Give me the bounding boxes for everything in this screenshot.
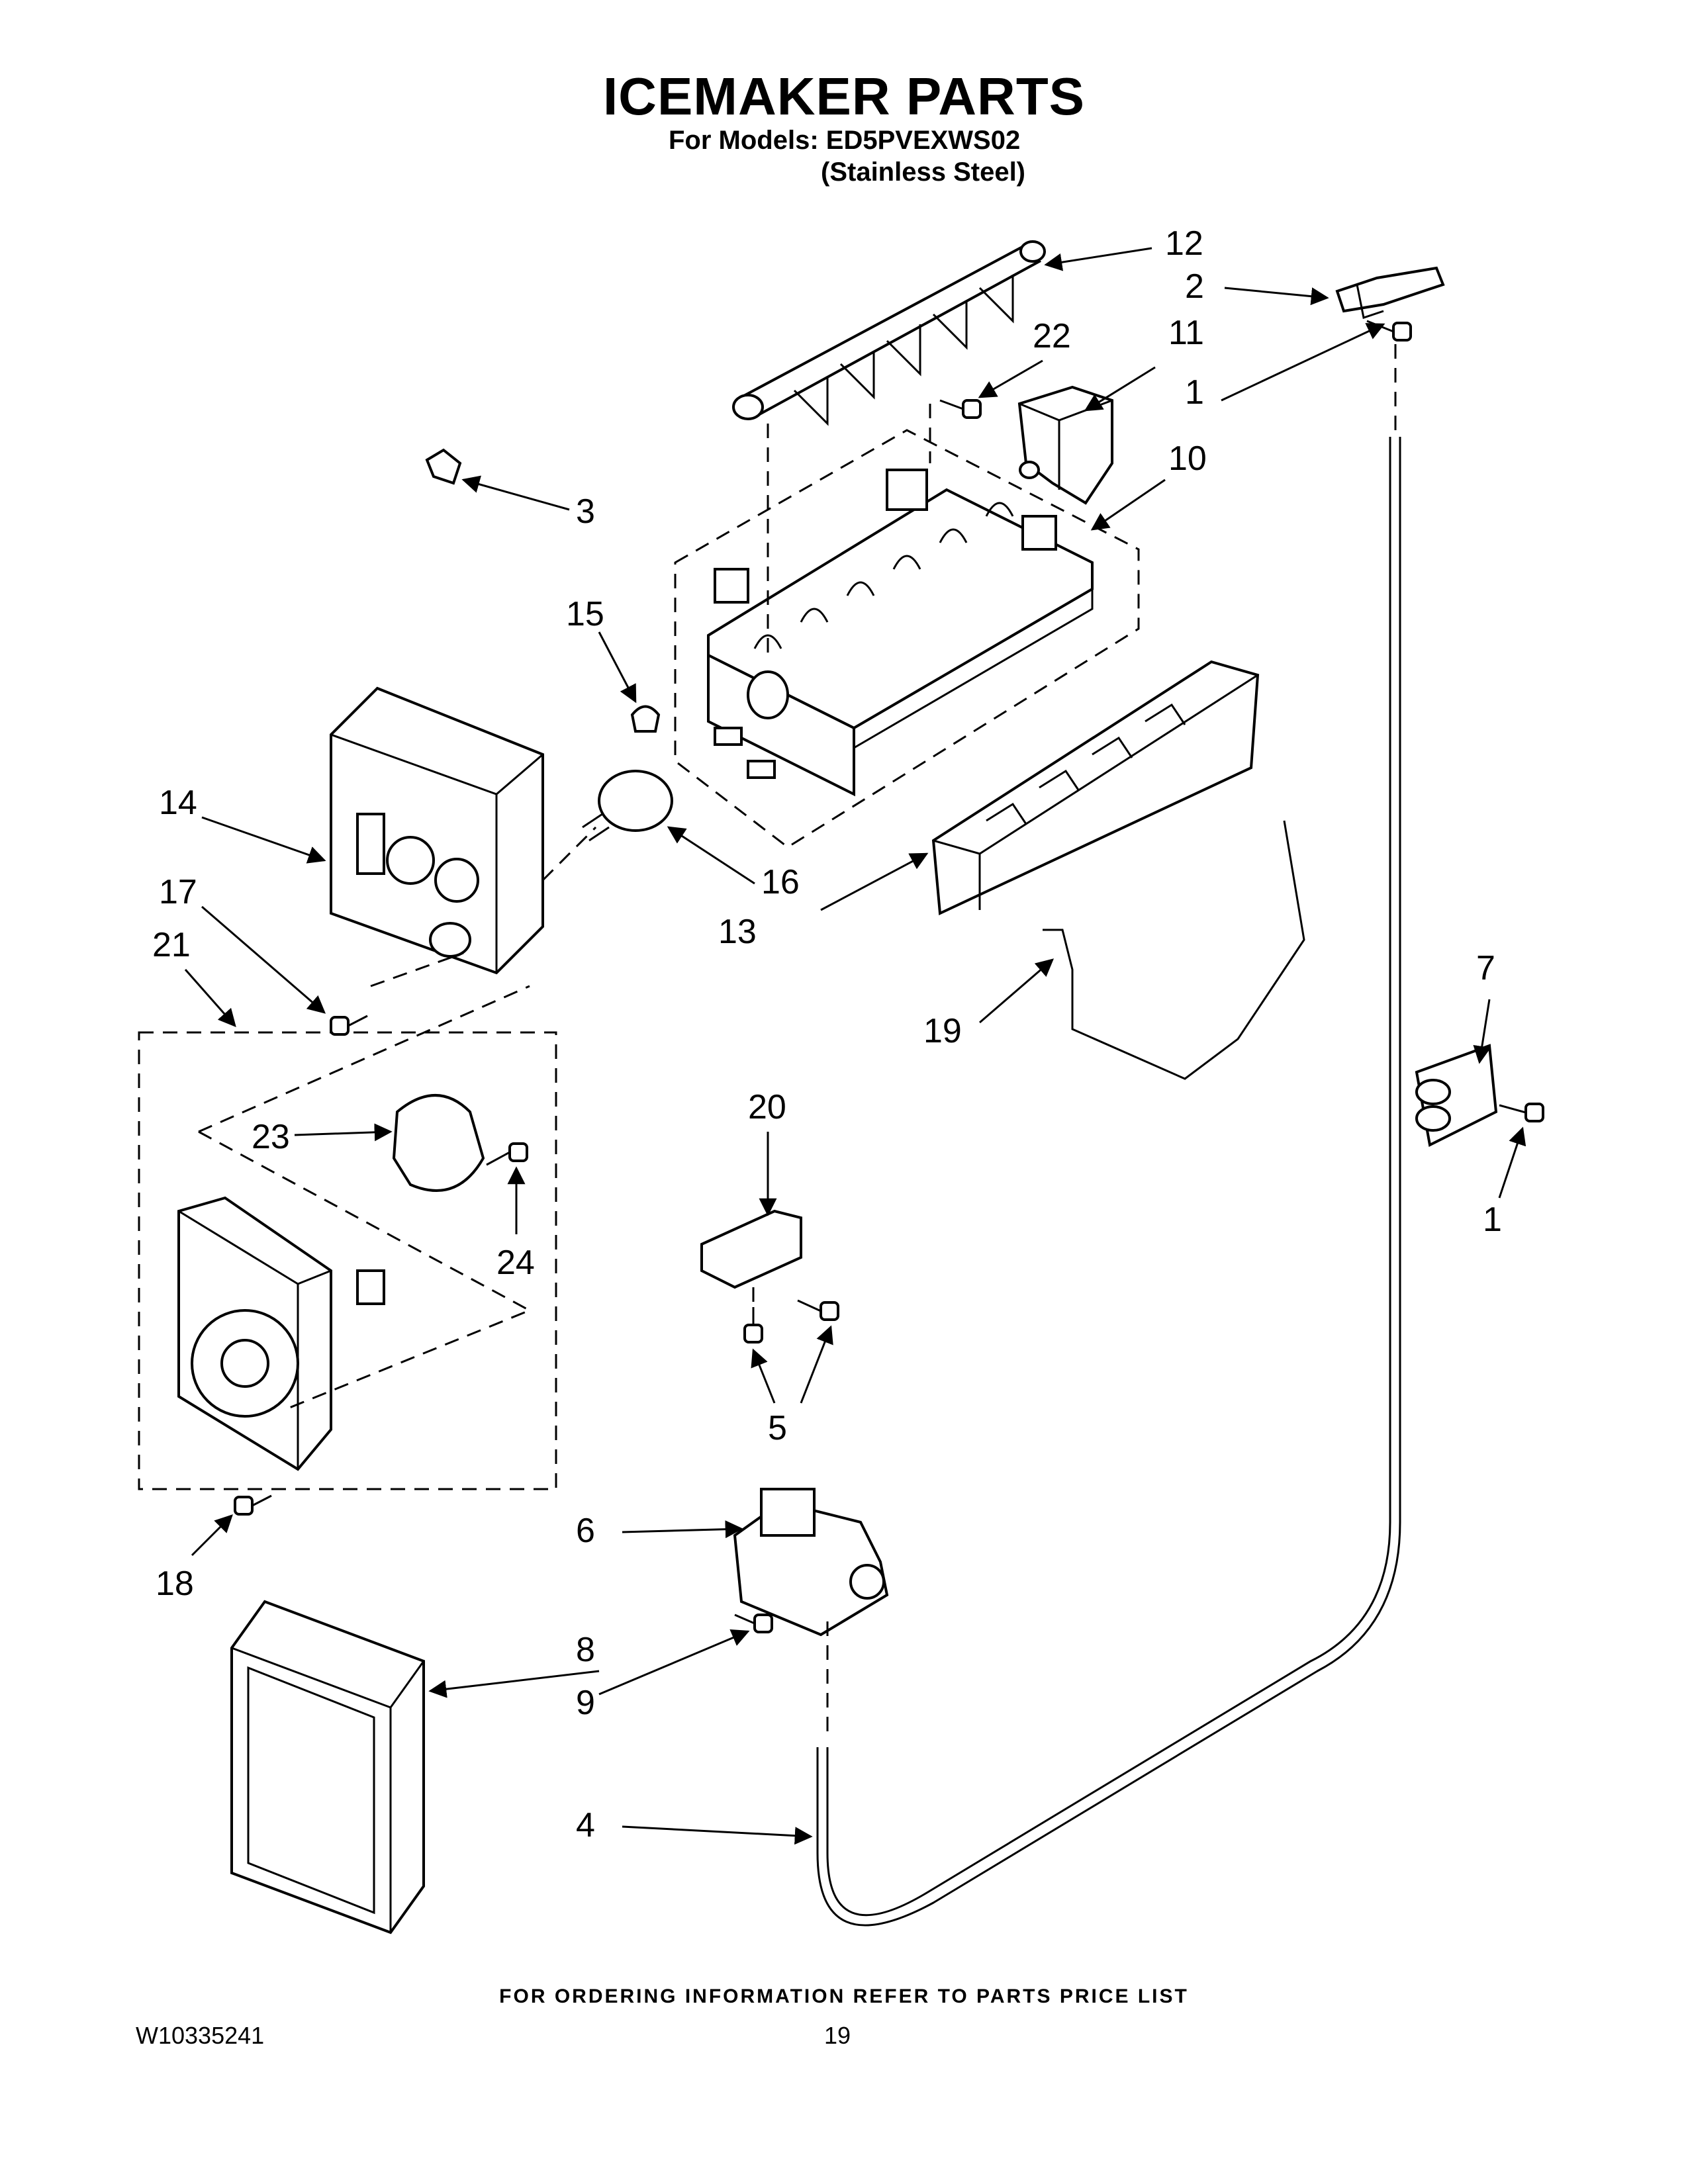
callout-22: 22 [1033,317,1071,355]
part-water-valve [733,1488,889,1637]
callout-6: 6 [576,1512,595,1550]
callout-11: 11 [1168,314,1204,352]
callout-12: 12 [1165,224,1203,263]
screw-part-1-right [1499,1103,1544,1122]
part-mold [674,429,1140,848]
callout-20: 20 [748,1088,786,1126]
callout-14: 14 [159,784,197,822]
screw-part-1-top [1366,320,1412,341]
page-title: ICEMAKER PARTS [602,67,1086,126]
screw-part-17 [330,1015,368,1036]
callout-1-right: 1 [1483,1201,1502,1239]
callout-4: 4 [576,1806,595,1844]
page-number: 19 [824,2022,851,2049]
part-chute [1017,385,1113,505]
callout-15: 15 [566,595,604,633]
callout-5: 5 [768,1409,787,1447]
callout-1: 1 [1185,373,1204,412]
callout-13: 13 [718,913,757,951]
screws [234,320,1544,1633]
callout-16: 16 [761,863,800,901]
part-ejector [732,240,1046,426]
part-wire-arm [1043,820,1305,1080]
callout-3: 3 [576,492,595,531]
callout-24: 24 [496,1244,535,1282]
part-thermostat [582,770,673,842]
assembly-lines [198,344,1397,1734]
callout-10: 10 [1168,439,1207,478]
callout-17: 17 [159,873,197,911]
screw-part-22 [939,399,982,419]
part-fill-tube [816,437,1401,1927]
screw-part-9 [734,1614,773,1633]
callout-leaders [184,247,1526,1845]
callout-9: 9 [576,1684,595,1722]
callout-23: 23 [252,1118,290,1156]
models-line: For Models: ED5PVEXWS02 [669,126,1021,155]
callout-8: 8 [576,1631,595,1669]
part-motor [392,1094,485,1192]
callout-7: 7 [1476,949,1495,987]
finish-line: (Stainless Steel) [821,158,1026,187]
part-cover [230,1600,425,1934]
part-clamp [1415,1044,1498,1147]
part-clip [630,705,661,733]
callout-19: 19 [923,1012,962,1050]
screw-part-24 [486,1142,528,1166]
part-housing [330,686,544,975]
part-motor-assembly [138,1031,557,1490]
document-id: W10335241 [136,2022,265,2049]
part-small-clip [425,448,462,485]
callout-21: 21 [152,926,191,964]
part-bracket-top [1335,266,1445,319]
callout-2: 2 [1185,267,1204,306]
part-stripper [931,660,1260,916]
part-shutoff-bracket [700,1209,802,1289]
screw-part-18 [234,1494,272,1516]
callout-18: 18 [156,1565,194,1603]
callout-labels: 1 2 3 4 5 6 7 8 9 10 11 12 13 14 15 16 1… [152,224,1502,1844]
ordering-note: FOR ORDERING INFORMATION REFER TO PARTS … [499,1985,1189,2007]
screw-part-5b [797,1299,839,1321]
